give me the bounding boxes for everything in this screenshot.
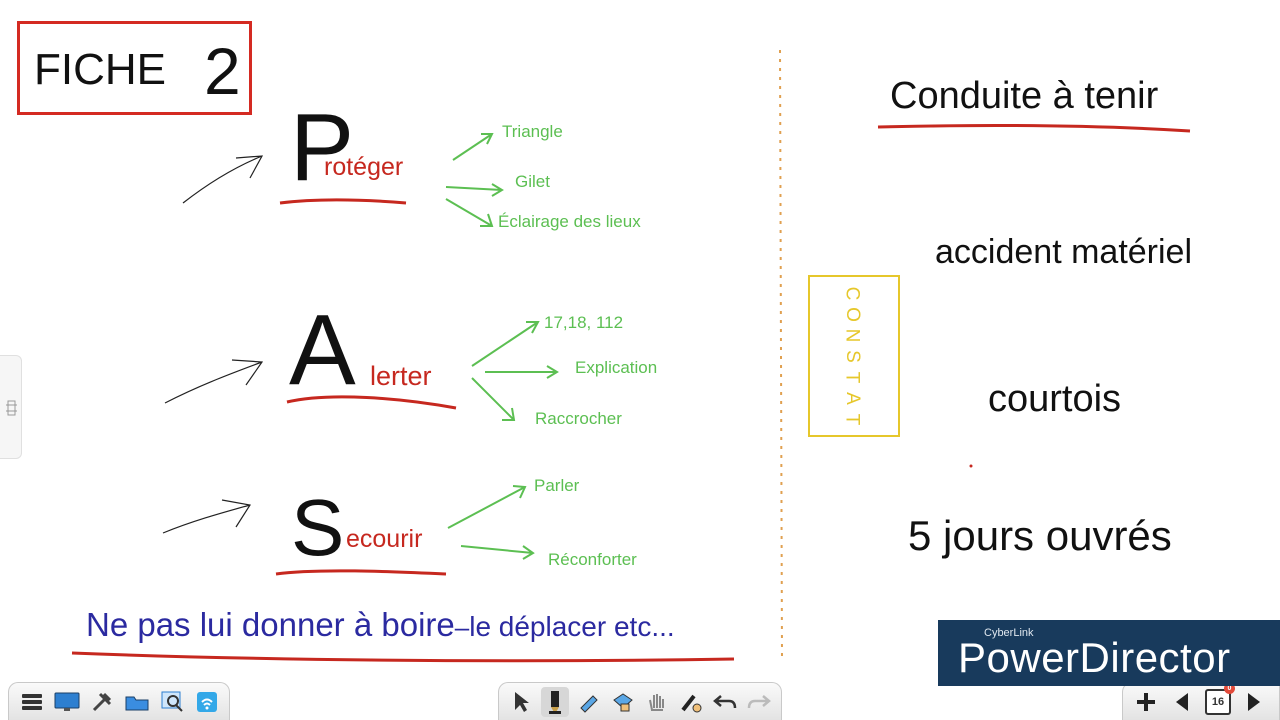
underline-alerter — [286, 395, 457, 410]
watermark-brand-big: PowerDirector — [958, 634, 1231, 681]
constat-letter: N — [841, 328, 863, 343]
underline-bottom-note — [71, 651, 735, 663]
constat-letter: O — [841, 307, 863, 322]
heading-conduite: Conduite à tenir — [890, 75, 1159, 117]
page-badge-dot: 0 — [1224, 682, 1235, 694]
side-panel-handle[interactable] — [0, 355, 22, 459]
item-triangle: Triangle — [502, 122, 563, 141]
constat-letter: S — [841, 350, 863, 363]
red-dot — [969, 464, 973, 468]
item-delai: 5 jours ouvrés — [908, 512, 1172, 559]
page-number: 16 — [1211, 695, 1225, 708]
word-alerter: lerter — [370, 361, 432, 391]
item-reconforter: Réconforter — [548, 550, 637, 569]
fiche-number: 2 — [204, 34, 241, 108]
item-courtois: courtois — [988, 378, 1122, 420]
bottom-note-dash: – — [454, 612, 470, 642]
constat-box: C O N S T A T — [808, 275, 900, 437]
constat-letter: T — [841, 413, 863, 426]
undo-icon[interactable] — [711, 687, 739, 717]
handle-grip-icon — [6, 400, 17, 416]
underline-secourir — [275, 569, 447, 576]
monitor-icon[interactable] — [52, 687, 81, 717]
folder-icon[interactable] — [122, 687, 151, 717]
fiche-label: FICHE — [34, 45, 166, 94]
eraser-icon[interactable] — [609, 687, 637, 717]
center-toolbar — [498, 682, 782, 720]
item-explication: Explication — [575, 358, 658, 377]
hand-arrow-rescue — [162, 499, 251, 534]
bottom-note-part2: le déplacer etc... — [469, 611, 675, 642]
menu-icon[interactable] — [17, 687, 46, 717]
magic-pen-icon[interactable] — [677, 687, 705, 717]
constat-letter: T — [841, 371, 863, 384]
redo-icon[interactable] — [745, 687, 773, 717]
green-arrow-explication — [485, 365, 559, 379]
item-gilet: Gilet — [515, 172, 550, 191]
word-proteger: rotéger — [324, 153, 404, 181]
underline-proteger — [279, 198, 407, 205]
letter-p: P — [290, 94, 355, 201]
item-eclairage: Éclairage des lieux — [498, 212, 641, 231]
green-arrow-eclairage — [445, 198, 494, 227]
constat-letters: C O N S T A T — [836, 283, 868, 430]
green-arrow-reconforter — [460, 545, 535, 560]
green-arrow-gilet — [445, 183, 504, 197]
page-nav-toolbar: 16 0 — [1122, 682, 1280, 720]
hand-icon[interactable] — [643, 687, 671, 717]
page-list-button[interactable]: 16 0 — [1203, 682, 1235, 717]
item-accident: accident matériel — [935, 233, 1193, 271]
green-arrow-triangle — [452, 133, 494, 161]
item-numeros: 17,18, 112 — [544, 313, 624, 332]
underline-conduite — [877, 124, 1191, 133]
letter-a: A — [289, 294, 356, 406]
add-page-icon[interactable] — [1131, 687, 1161, 717]
left-toolbar — [8, 682, 230, 720]
vertical-divider — [779, 49, 783, 661]
bottom-note: Ne pas lui donner à boire–le déplacer et… — [86, 608, 675, 641]
item-raccrocher: Raccrocher — [535, 409, 622, 428]
previous-page-icon[interactable] — [1167, 687, 1197, 717]
pen-icon[interactable] — [541, 686, 569, 717]
page-number-badge: 16 0 — [1205, 682, 1235, 715]
green-arrow-parler — [447, 485, 527, 529]
highlighter-icon[interactable] — [575, 687, 603, 717]
fiche-title-box: FICHE 2 — [17, 21, 252, 115]
bottom-note-part1: Ne pas lui donner à boire — [86, 606, 455, 643]
pointer-icon[interactable] — [507, 687, 535, 717]
item-parler: Parler — [534, 476, 580, 495]
tools-icon[interactable] — [87, 687, 116, 717]
constat-letter: A — [841, 392, 863, 405]
constat-letter: C — [841, 286, 863, 301]
letter-s: S — [291, 483, 345, 572]
hand-arrow-protect — [182, 155, 264, 204]
powerdirector-watermark: CyberLink PowerDirector — [938, 620, 1280, 686]
watermark-brand-small: CyberLink — [984, 627, 1034, 639]
next-page-icon[interactable] — [1239, 687, 1269, 717]
image-search-icon[interactable] — [157, 687, 186, 717]
green-arrow-raccrocher — [471, 377, 516, 421]
wifi-icon[interactable] — [192, 687, 221, 717]
hand-arrow-alert — [164, 359, 264, 404]
word-secourir: ecourir — [346, 525, 423, 553]
green-arrow-numeros — [471, 321, 540, 367]
